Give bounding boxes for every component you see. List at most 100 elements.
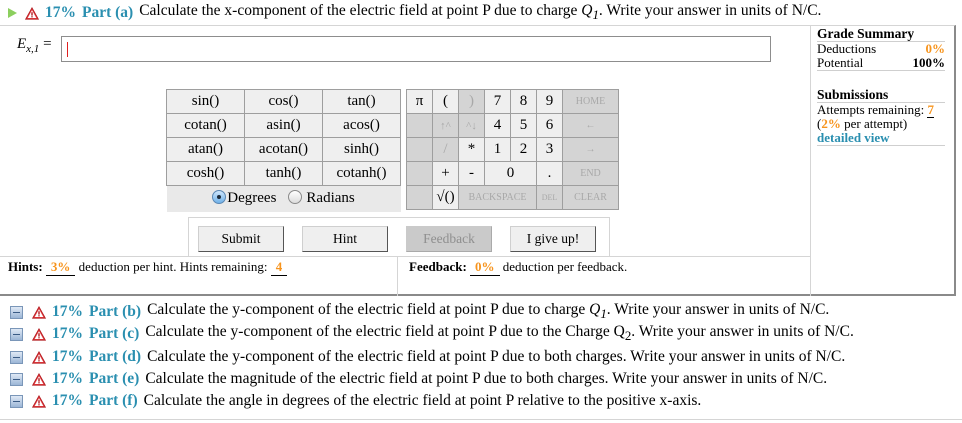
part-b-header[interactable]: 17% Part (b) Calculate the y-component o… [4, 301, 829, 322]
blank-key [406, 185, 433, 210]
key-0[interactable]: 0 [484, 161, 537, 186]
atan-button[interactable]: atan() [166, 137, 245, 162]
part-question: Calculate the magnitude of the electric … [145, 370, 828, 387]
potential-label: Potential [817, 55, 864, 70]
answer-input[interactable] [61, 36, 771, 62]
minus-button[interactable]: - [458, 161, 485, 186]
part-a-header[interactable]: 17% Part (a) Calculate the x-component o… [4, 2, 821, 23]
per-attempt-value: 2% [821, 116, 841, 131]
radio-unselected-icon[interactable] [287, 190, 302, 205]
part-a-label: Part (a) [82, 4, 134, 21]
cos-button[interactable]: cos() [244, 89, 323, 114]
divide-button[interactable]: / [432, 137, 459, 162]
collapse-icon[interactable] [10, 394, 23, 408]
collapse-icon[interactable] [10, 350, 23, 364]
key-7[interactable]: 7 [484, 89, 511, 114]
part-percent: 17% [52, 303, 83, 320]
part-label: Part (c) [89, 325, 140, 342]
asin-button[interactable]: asin() [244, 113, 323, 138]
part-f-header[interactable]: 17% Part (f) Calculate the angle in degr… [4, 391, 701, 411]
collapse-icon[interactable] [10, 372, 23, 386]
part-label: Part (d) [89, 348, 142, 365]
warning-icon [32, 306, 46, 319]
potential-value: 100% [912, 55, 946, 70]
part-label: Part (b) [89, 303, 142, 320]
part-percent: 17% [52, 370, 83, 387]
attempts-info: Attempts remaining: 7 (2% per attempt) [817, 102, 945, 131]
key-1[interactable]: 1 [484, 137, 511, 162]
sqrt-button[interactable]: √() [432, 185, 459, 210]
right-paren-button[interactable]: ) [458, 89, 485, 114]
cotan-button[interactable]: cotan() [166, 113, 245, 138]
multiply-button[interactable]: * [458, 137, 485, 162]
warning-icon [32, 328, 46, 341]
clear-button[interactable]: CLEAR [562, 185, 619, 210]
backspace-button[interactable]: BACKSPACE [458, 185, 537, 210]
submit-button[interactable]: Submit [198, 226, 284, 252]
home-button[interactable]: HOME [562, 89, 619, 114]
key-2[interactable]: 2 [510, 137, 537, 162]
function-keypad: sin() cos() tan() cotan() asin() acos() … [166, 89, 401, 212]
part-d-header[interactable]: 17% Part (d) Calculate the y-component o… [4, 347, 845, 367]
numeric-keypad: π ( ) 7 8 9 HOME ↑^ ^↓ 4 5 6 ← / * 1 2 3… [406, 89, 619, 210]
degrees-radio[interactable]: Degrees [212, 190, 276, 206]
feedback-deduction-value: 0% [470, 259, 500, 276]
sinh-button[interactable]: sinh() [322, 137, 401, 162]
angle-mode-group: Degrees Radians [166, 185, 401, 212]
part-label: Part (f) [89, 392, 138, 409]
attempts-value: 7 [927, 102, 934, 118]
collapse-icon[interactable] [10, 327, 23, 341]
blank-key [406, 161, 433, 186]
end-button[interactable]: END [562, 161, 619, 186]
part-c-header[interactable]: 17% Part (c) Calculate the y-component o… [4, 323, 854, 344]
potential-row: Potential 100% [817, 56, 945, 71]
acos-button[interactable]: acos() [322, 113, 401, 138]
right-arrow-button[interactable]: → [562, 137, 619, 162]
radians-radio[interactable]: Radians [287, 190, 355, 206]
superscript-up-button[interactable]: ↑^ [432, 113, 459, 138]
key-4[interactable]: 4 [484, 113, 511, 138]
part-percent: 17% [52, 325, 83, 342]
hint-button[interactable]: Hint [302, 226, 388, 252]
left-paren-button[interactable]: ( [432, 89, 459, 114]
radio-selected-icon[interactable] [212, 190, 227, 205]
feedback-info: Feedback: 0% deduction per feedback. [409, 259, 628, 276]
key-6[interactable]: 6 [536, 113, 563, 138]
cotanh-button[interactable]: cotanh() [322, 161, 401, 186]
hints-remaining-value: 4 [270, 259, 288, 276]
left-arrow-button[interactable]: ← [562, 113, 619, 138]
cosh-button[interactable]: cosh() [166, 161, 245, 186]
sin-button[interactable]: sin() [166, 89, 245, 114]
collapse-icon[interactable] [10, 305, 23, 319]
key-3[interactable]: 3 [536, 137, 563, 162]
warning-icon [32, 351, 46, 364]
part-label: Part (e) [89, 370, 140, 387]
part-question: Calculate the y-component of the electri… [145, 323, 854, 344]
part-a-percent: 17% [45, 4, 76, 21]
warning-icon [25, 7, 39, 20]
decimal-button[interactable]: . [536, 161, 563, 186]
pi-button[interactable]: π [406, 89, 433, 114]
key-5[interactable]: 5 [510, 113, 537, 138]
del-button[interactable]: DEL [536, 185, 563, 210]
tanh-button[interactable]: tanh() [244, 161, 323, 186]
blank-key [406, 137, 433, 162]
deductions-row: Deductions 0% [817, 41, 945, 56]
give-up-button[interactable]: I give up! [510, 226, 596, 252]
part-question: Calculate the y-component of the electri… [147, 348, 846, 365]
plus-button[interactable]: + [432, 161, 459, 186]
key-9[interactable]: 9 [536, 89, 563, 114]
superscript-down-button[interactable]: ^↓ [458, 113, 485, 138]
detailed-view-link[interactable]: detailed view [817, 130, 890, 145]
bottom-divider [0, 419, 962, 420]
play-icon[interactable] [8, 8, 17, 18]
key-8[interactable]: 8 [510, 89, 537, 114]
answer-label: Ex,1 = [17, 36, 52, 55]
feedback-button[interactable]: Feedback [406, 226, 492, 252]
tan-button[interactable]: tan() [322, 89, 401, 114]
part-question: Calculate the angle in degrees of the el… [143, 392, 702, 409]
hints-feedback-divider [397, 256, 398, 296]
acotan-button[interactable]: acotan() [244, 137, 323, 162]
action-button-area [188, 217, 610, 257]
part-e-header[interactable]: 17% Part (e) Calculate the magnitude of … [4, 369, 827, 389]
